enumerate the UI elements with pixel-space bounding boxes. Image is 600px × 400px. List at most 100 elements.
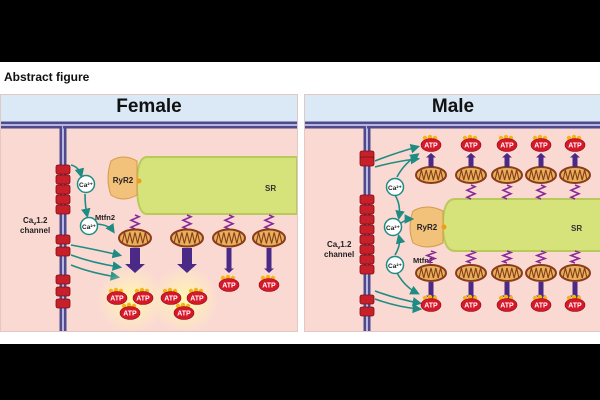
flux-arrow bbox=[466, 153, 476, 167]
atp-molecule bbox=[496, 138, 518, 152]
cav12-channel bbox=[55, 234, 71, 245]
flux-arrow bbox=[224, 248, 234, 273]
mito-cristae bbox=[458, 267, 484, 279]
atp-molecule bbox=[186, 291, 208, 305]
atp-molecule bbox=[258, 278, 280, 292]
mtfn2-tether bbox=[424, 250, 438, 264]
ryr2-receptor bbox=[107, 156, 138, 200]
calcium-flow-arrow bbox=[70, 164, 85, 179]
atp-phosphate bbox=[467, 134, 473, 140]
female-panel-title: Female bbox=[116, 96, 182, 117]
atp-phosphate bbox=[503, 134, 509, 140]
atp-label: ATP bbox=[262, 283, 276, 290]
atp-molecule bbox=[132, 291, 154, 305]
atp-label: ATP bbox=[424, 143, 438, 150]
flux-arrow bbox=[125, 248, 145, 273]
mtfn2-tether bbox=[223, 214, 235, 230]
atp-molecule bbox=[564, 298, 586, 312]
cav12-channel bbox=[359, 156, 375, 167]
calcium-flow-arrow bbox=[70, 244, 123, 259]
atp-glow bbox=[151, 266, 219, 331]
cav12-channel bbox=[55, 298, 71, 309]
atp-phosphate bbox=[167, 287, 173, 293]
calcium-flow-arrow bbox=[96, 223, 115, 234]
mito-cristae bbox=[494, 267, 520, 279]
calcium-flow-arrow bbox=[394, 233, 406, 256]
atp-label: ATP bbox=[110, 296, 124, 303]
bottom-black-band bbox=[0, 344, 600, 400]
atp-molecule bbox=[173, 306, 195, 320]
atp-molecule bbox=[218, 278, 240, 292]
figure-title: Abstract figure bbox=[4, 70, 90, 84]
calcium-label: Ca²⁺ bbox=[386, 225, 400, 232]
calcium-flow-arrow bbox=[374, 298, 423, 314]
atp-molecule bbox=[420, 138, 442, 152]
calcium-flow-arrow bbox=[394, 194, 405, 221]
atp-molecule bbox=[564, 138, 586, 152]
calcium-ion bbox=[383, 217, 403, 237]
atp-label: ATP bbox=[177, 311, 191, 318]
atp-label: ATP bbox=[123, 311, 137, 318]
atp-label: ATP bbox=[464, 303, 478, 310]
atp-molecule bbox=[530, 298, 552, 312]
atp-phosphate bbox=[537, 294, 543, 300]
calcium-flow-arrow bbox=[396, 272, 420, 295]
mtfn2-tether bbox=[129, 214, 141, 230]
channel-label-line2: channel bbox=[324, 250, 354, 259]
atp-phosphate bbox=[180, 302, 186, 308]
flux-arrow bbox=[502, 153, 512, 167]
mito-cristae bbox=[173, 232, 201, 244]
mito-cristae bbox=[458, 169, 484, 181]
atp-label: ATP bbox=[568, 303, 582, 310]
cav12-channel bbox=[359, 254, 375, 265]
atp-label: ATP bbox=[568, 143, 582, 150]
cav12-channel bbox=[359, 204, 375, 215]
flux-arrow bbox=[264, 248, 274, 273]
atp-phosphate bbox=[113, 287, 119, 293]
flux-arrow bbox=[570, 153, 580, 167]
atp-molecule bbox=[119, 306, 141, 320]
mito-cristae bbox=[255, 232, 283, 244]
sr-label: SR bbox=[571, 224, 582, 233]
mito-cristae bbox=[562, 169, 588, 181]
flux-arrow bbox=[426, 153, 436, 167]
mtfn2-tether bbox=[569, 184, 581, 200]
ryr2-pore bbox=[136, 178, 142, 184]
calcium-ion bbox=[76, 174, 96, 194]
flux-arrow bbox=[536, 153, 546, 167]
mito-cristae bbox=[494, 169, 520, 181]
atp-phosphate bbox=[503, 294, 509, 300]
mtfn2-tether bbox=[263, 214, 275, 230]
mito-cristae bbox=[562, 267, 588, 279]
atp-phosphate bbox=[193, 287, 199, 293]
calcium-label: Ca²⁺ bbox=[82, 224, 96, 231]
top-black-band bbox=[0, 0, 600, 62]
mtfn2-tether bbox=[534, 250, 548, 264]
cav12-channel bbox=[359, 224, 375, 235]
mtfn2-tether bbox=[501, 184, 513, 200]
flux-arrow bbox=[177, 248, 197, 273]
atp-phosphate bbox=[427, 294, 433, 300]
calcium-label: Ca²⁺ bbox=[388, 263, 402, 270]
cav12-channel bbox=[55, 164, 71, 175]
calcium-label: Ca²⁺ bbox=[79, 182, 93, 189]
atp-phosphate bbox=[139, 287, 145, 293]
mtfn2-tether bbox=[464, 250, 478, 264]
calcium-flow-arrow bbox=[400, 214, 415, 224]
atp-label: ATP bbox=[500, 143, 514, 150]
atp-label: ATP bbox=[424, 303, 438, 310]
ryr2-label: RyR2 bbox=[417, 223, 438, 232]
atp-molecule bbox=[420, 298, 442, 312]
male-panel-header bbox=[305, 95, 600, 125]
cav12-channel bbox=[359, 294, 375, 305]
atp-molecule bbox=[460, 138, 482, 152]
atp-phosphate bbox=[265, 274, 271, 280]
ryr2-pore bbox=[441, 224, 447, 230]
ryr2-label: RyR2 bbox=[113, 176, 134, 185]
atp-phosphate bbox=[427, 134, 433, 140]
atp-molecule bbox=[460, 298, 482, 312]
